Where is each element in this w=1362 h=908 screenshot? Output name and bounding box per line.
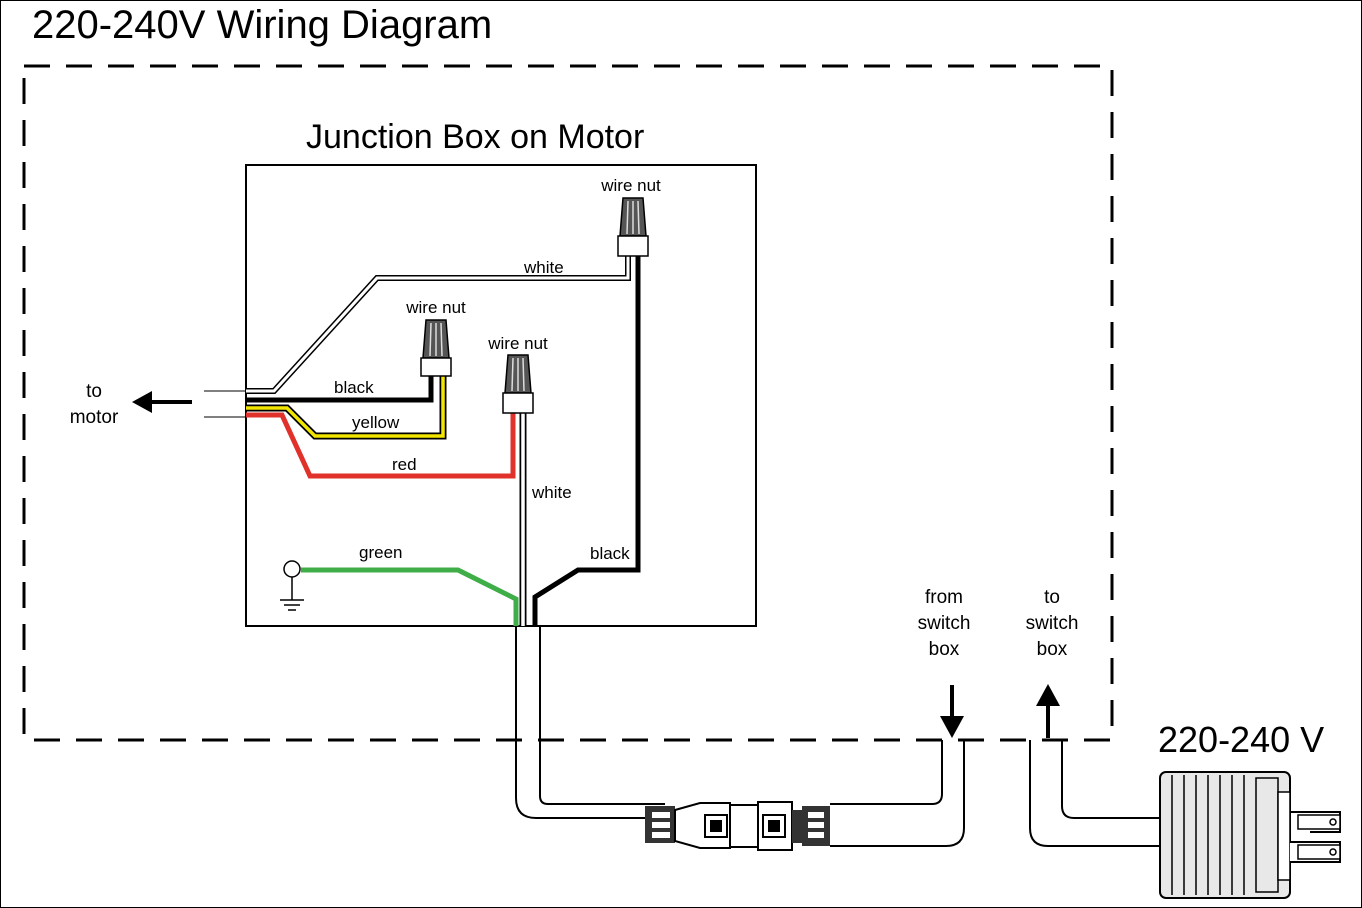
- black-wire-vertical-label: black: [590, 544, 630, 563]
- wire-nut-label-top: wire nut: [600, 176, 661, 195]
- to-motor-label-line2: motor: [70, 407, 119, 428]
- wire-nut-icon: [617, 197, 649, 257]
- yellow-wire-label: yellow: [352, 413, 400, 432]
- to-motor-label-line1: to: [86, 381, 102, 402]
- switch-cable-to: [1029, 740, 1160, 847]
- yellow-wire-core: [246, 374, 445, 438]
- junction-box: [245, 164, 757, 627]
- enclosure-dashed-border: [22, 64, 1114, 742]
- motor-cable: [515, 626, 665, 819]
- wire-nut-icon: [502, 354, 534, 414]
- voltage-label: 220-240 V: [1158, 719, 1324, 760]
- wire-nut-icon: [420, 319, 452, 377]
- from-switch-box-arrowhead: [940, 716, 964, 738]
- white-wire-top-label: white: [523, 258, 564, 277]
- black-wire-vertical: [532, 256, 641, 626]
- white-wire-top-core: [246, 256, 630, 393]
- to-switch-box-arrowhead: [1036, 684, 1060, 706]
- ground-icon: [280, 560, 304, 611]
- power-plug-icon: [1159, 771, 1341, 899]
- to-switch-box-label-line1: to: [1044, 587, 1060, 608]
- green-ground-wire: [301, 567, 519, 626]
- to-switch-box-label-line3: box: [1037, 639, 1068, 660]
- to-switch-box-label-line2: switch: [1026, 613, 1079, 634]
- to-motor-arrowhead: [132, 391, 152, 413]
- black-wire-motor-label: black: [334, 378, 374, 397]
- from-switch-box-label-line1: from: [925, 587, 963, 608]
- red-wire: [246, 412, 516, 479]
- inline-connector-icon: [645, 801, 830, 851]
- red-wire-label: red: [392, 455, 417, 474]
- from-switch-box-label-line3: box: [929, 639, 960, 660]
- diagram-title: 220-240V Wiring Diagram: [32, 3, 492, 47]
- junction-box-title: Junction Box on Motor: [306, 118, 644, 156]
- white-wire-vertical-label: white: [531, 483, 572, 502]
- wire-nut-label-right: wire nut: [487, 334, 548, 353]
- from-switch-box-label-line2: switch: [918, 613, 971, 634]
- green-wire-label: green: [359, 543, 402, 562]
- wire-nut-label-middle: wire nut: [405, 298, 466, 317]
- switch-cable-from: [830, 740, 965, 847]
- black-wire-motor: [246, 374, 434, 403]
